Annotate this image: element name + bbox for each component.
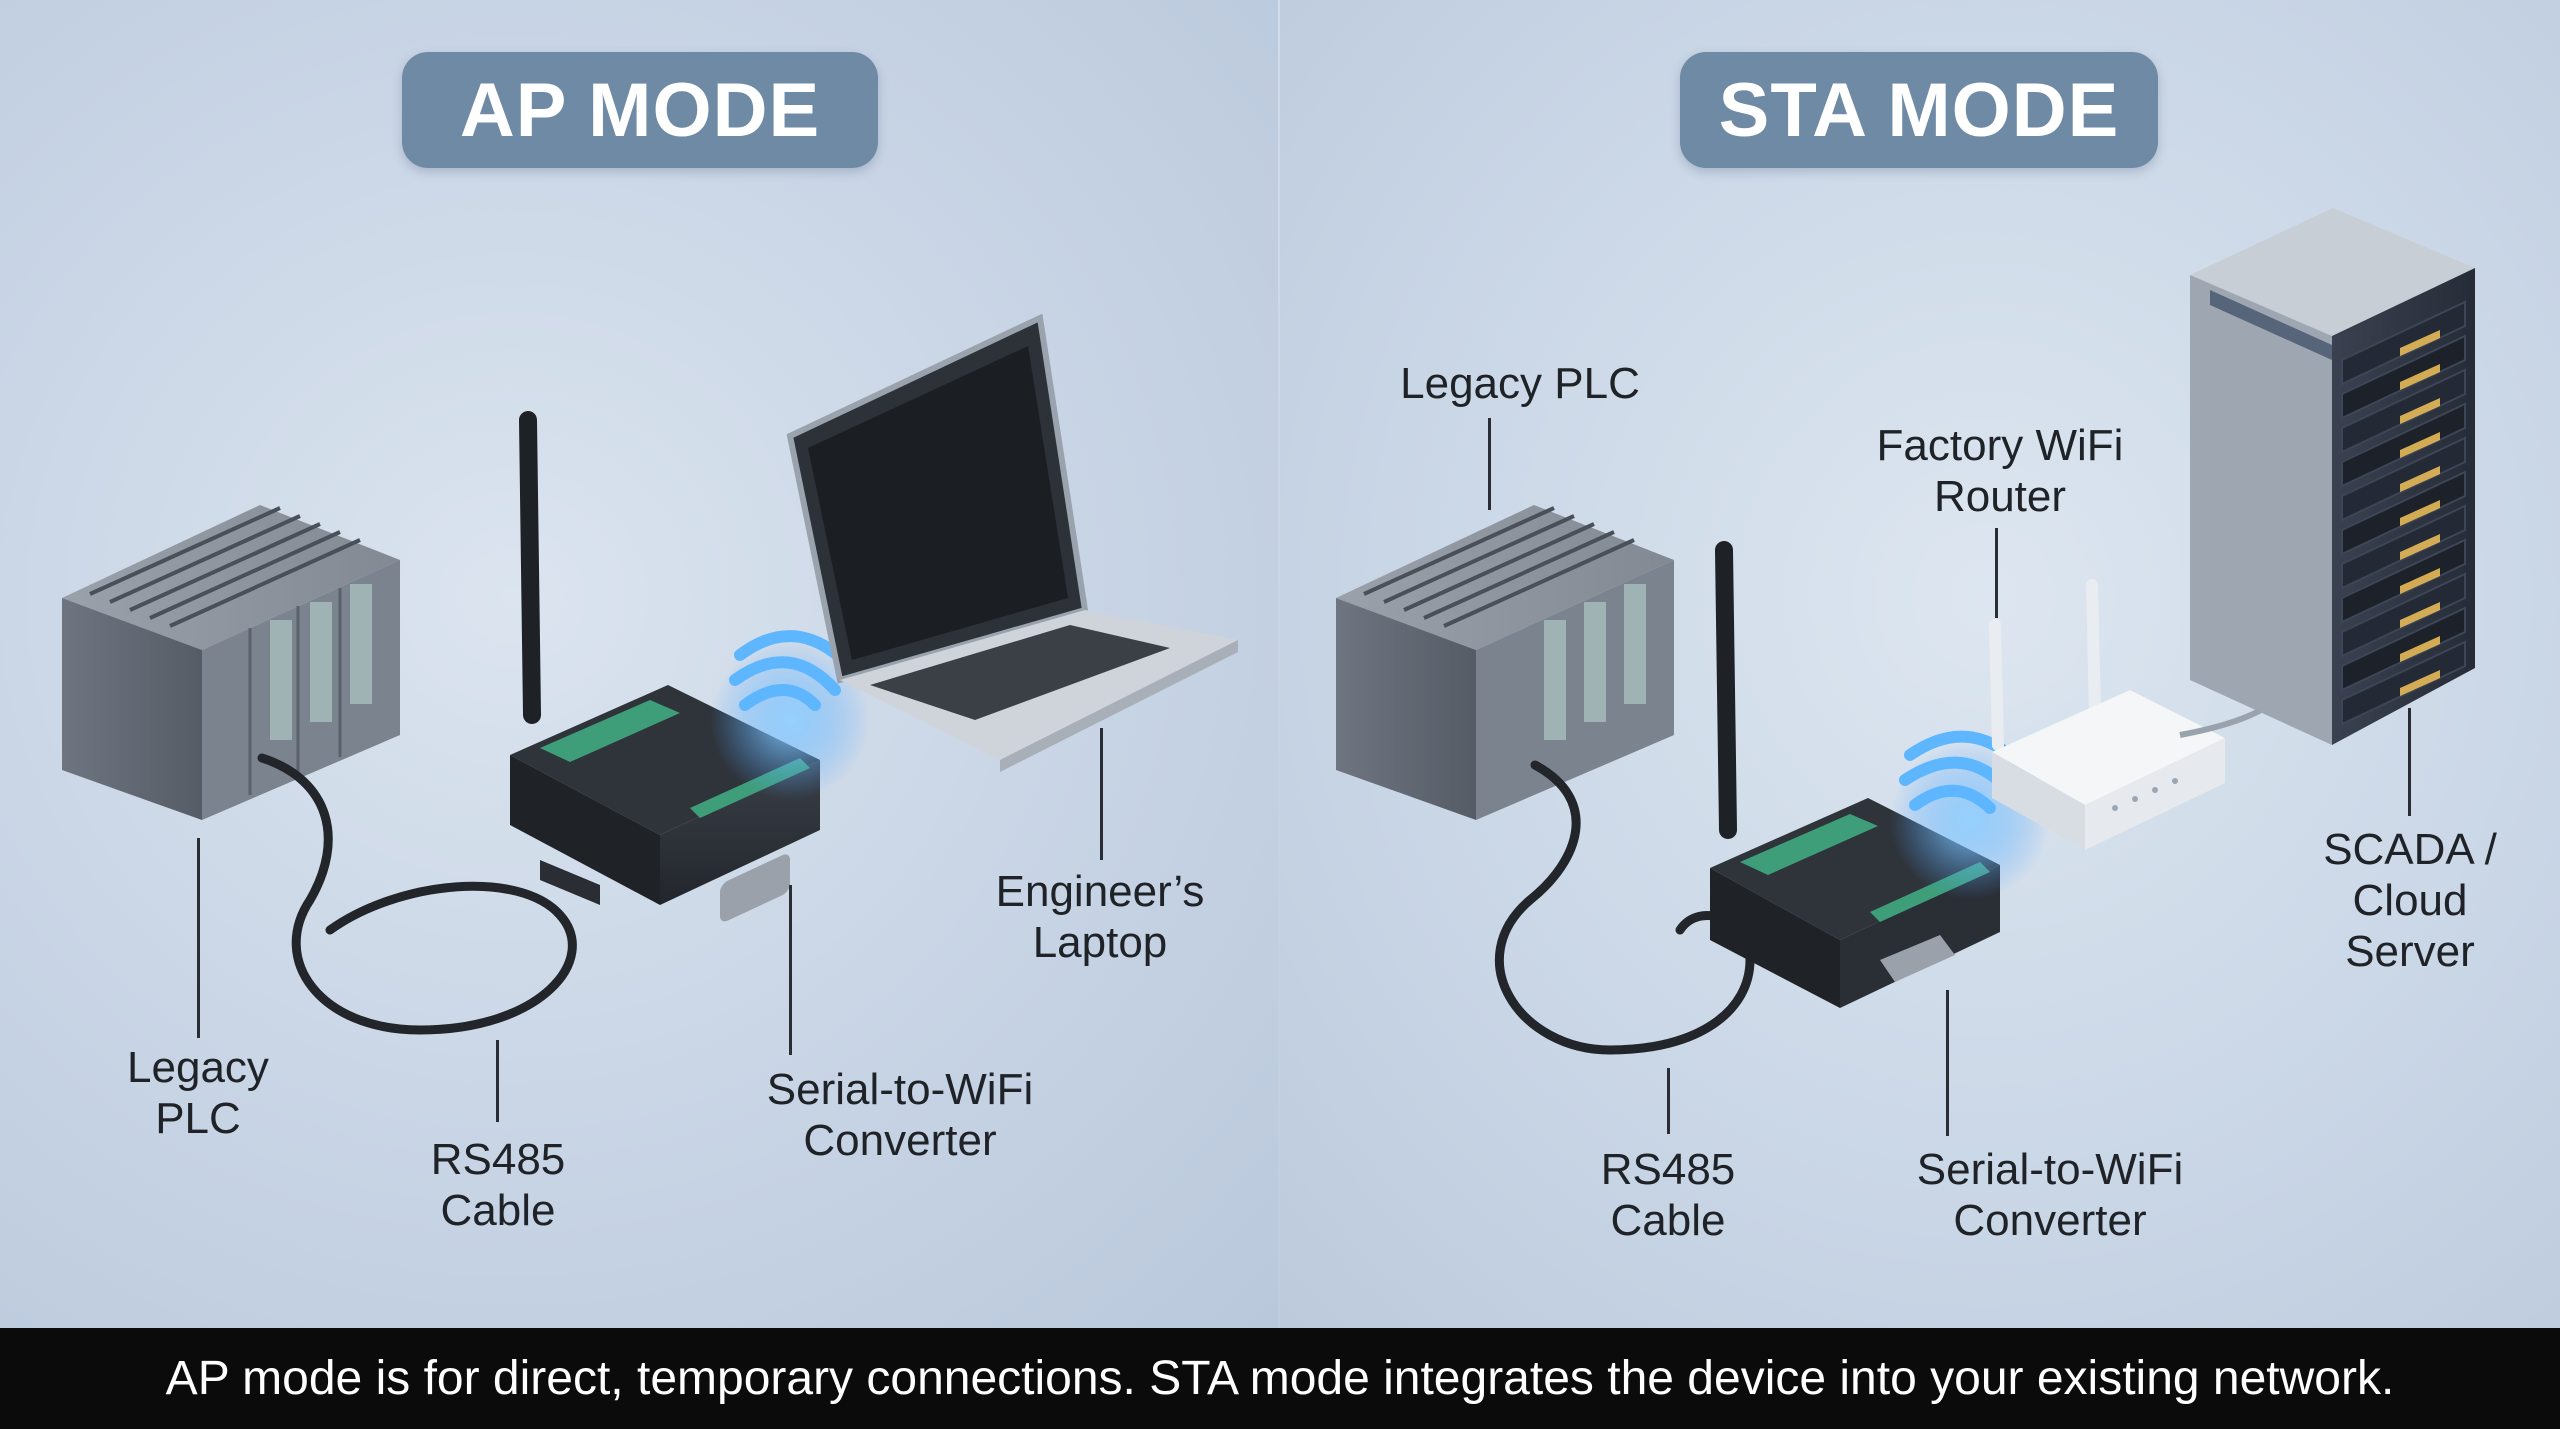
sta-mode-title: STA MODE [1680, 52, 2158, 168]
sta-label-cable: RS485 Cable [1600, 1145, 1736, 1245]
server-unit [2341, 334, 2466, 420]
ap-cable-leader [496, 1040, 499, 1122]
sta-label-converter: Serial-to-WiFi Converter [1916, 1145, 2184, 1245]
sta-router-leader [1995, 528, 1998, 618]
server-unit [2341, 640, 2466, 726]
sta-mode-panel: STA MODE [1280, 0, 2560, 1328]
server-led [2400, 670, 2440, 696]
caption-text: AP mode is for direct, temporary connect… [165, 1352, 2395, 1405]
ap-label-converter: Serial-to-WiFi Converter [766, 1065, 1034, 1165]
router-icon [1989, 579, 2225, 850]
rs485-cable-icon [257, 753, 577, 1035]
server-led [2400, 466, 2440, 492]
ap-plc-leader [197, 838, 200, 1038]
ap-mode-panel: AP MODE [0, 0, 1280, 1328]
ap-label-laptop: Engineer’s Laptop [995, 867, 1205, 967]
antenna-icon [519, 411, 541, 724]
sta-cable-leader [1667, 1068, 1670, 1134]
server-unit [2341, 606, 2466, 692]
antenna-icon [1715, 541, 1737, 839]
ap-label-cable: RS485 Cable [430, 1135, 566, 1235]
caption-bar: AP mode is for direct, temporary connect… [0, 1328, 2560, 1429]
sta-label-router: Factory WiFi Router [1876, 421, 2124, 521]
server-led [2400, 398, 2440, 424]
server-led [2400, 500, 2440, 526]
server-led [2400, 364, 2440, 390]
sta-plc-leader [1488, 418, 1491, 510]
plc-rack-icon [62, 505, 400, 820]
server-led [2400, 636, 2440, 662]
ap-mode-title: AP MODE [402, 52, 878, 168]
server-led [2400, 602, 2440, 628]
server-led [2400, 330, 2440, 356]
server-unit [2341, 402, 2466, 488]
ap-label-plc: Legacy PLC [127, 1043, 269, 1143]
server-unit [2341, 572, 2466, 658]
server-led [2400, 534, 2440, 560]
server-unit [2341, 300, 2466, 386]
server-unit [2341, 504, 2466, 590]
server-led [2400, 432, 2440, 458]
sta-converter-leader [1946, 990, 1949, 1136]
plc-rack-icon [1336, 505, 1674, 820]
server-unit [2341, 368, 2466, 454]
ap-converter-leader [789, 885, 792, 1055]
sta-label-server: SCADA / Cloud Server [2323, 825, 2497, 976]
server-unit [2341, 538, 2466, 624]
sta-server-leader [2408, 708, 2411, 816]
server-unit [2341, 436, 2466, 522]
sta-label-plc: Legacy PLC [1400, 359, 1640, 408]
server-rack-icon [2190, 208, 2475, 745]
ap-laptop-leader [1100, 728, 1103, 860]
sta-mode-illustration [1336, 208, 2475, 1055]
ap-mode-illustration [62, 313, 1238, 1035]
server-led [2400, 568, 2440, 594]
laptop-icon [786, 313, 1238, 772]
server-unit [2341, 470, 2466, 556]
converter-icon [510, 411, 820, 922]
